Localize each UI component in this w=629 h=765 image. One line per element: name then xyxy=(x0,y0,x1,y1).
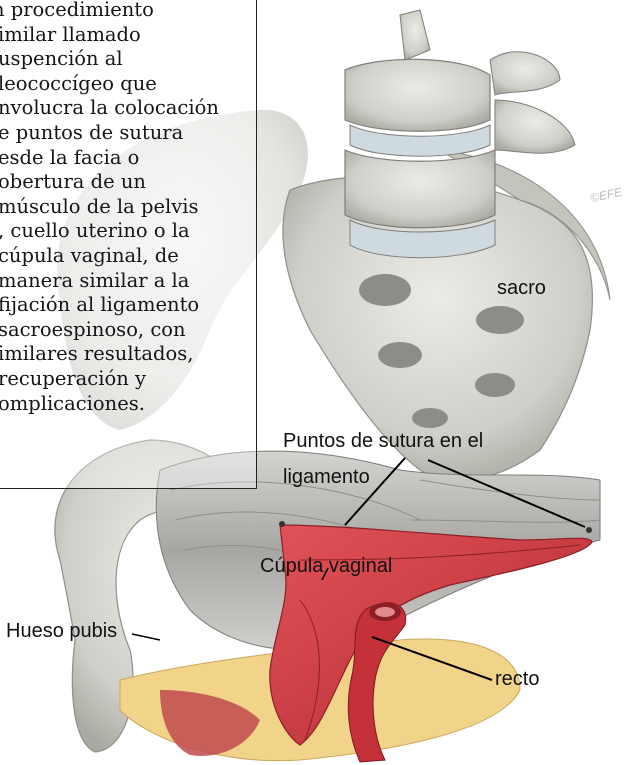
label-sacro: sacro xyxy=(497,277,546,300)
label-hueso-pubis: Hueso pubis xyxy=(6,620,117,643)
leader-line-hueso xyxy=(132,634,160,640)
description-text: n procedimiento imilar llamado uspención… xyxy=(0,0,248,416)
description-text-box: n procedimiento imilar llamado uspención… xyxy=(0,0,257,489)
label-cupula-vaginal: Cúpula vaginal xyxy=(260,555,392,578)
label-puntos-de-sutura: Puntos de sutura en el xyxy=(283,430,483,453)
label-recto: recto xyxy=(495,668,539,691)
label-ligamento: ligamento xyxy=(283,466,370,489)
